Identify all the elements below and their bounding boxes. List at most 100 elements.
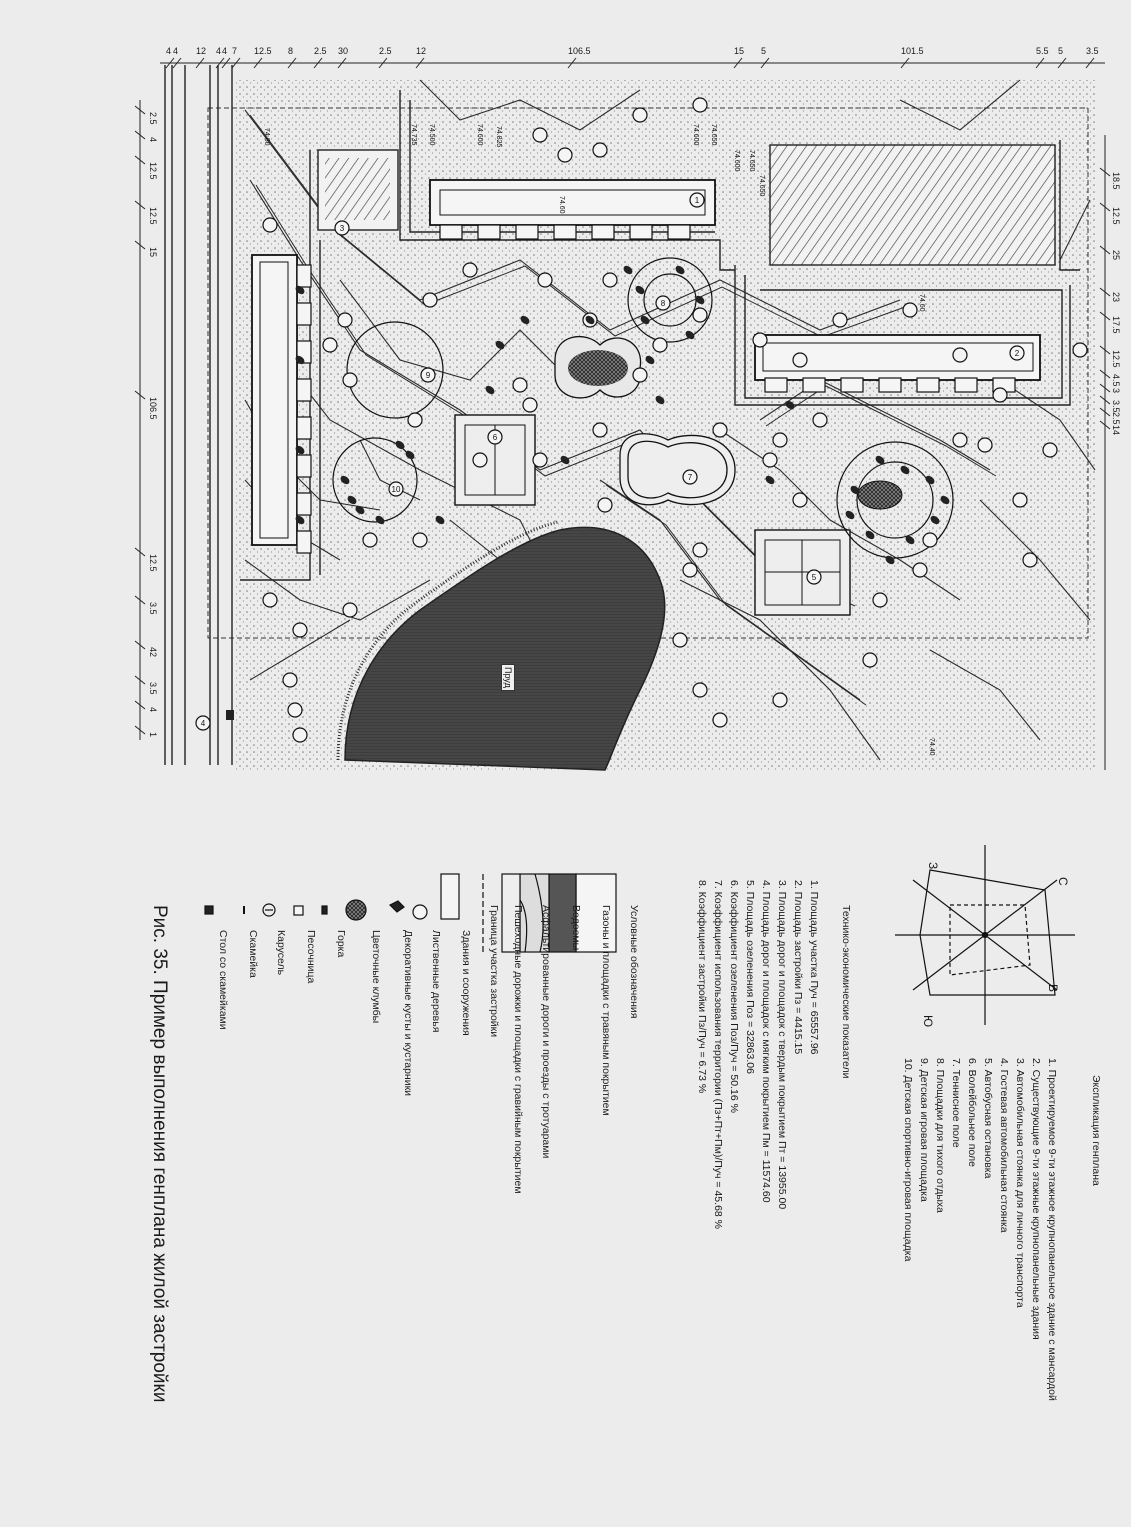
shrub-icon: [905, 535, 915, 545]
dimension-label: 12.5: [1111, 350, 1121, 368]
tree-icon: [912, 562, 928, 578]
tree-icon: [592, 422, 608, 438]
tep-item: 4. Площадь дорог и площадок с мягким пок…: [760, 880, 772, 1203]
pedestrian-paths-double: [249, 114, 997, 706]
parking-lot-3: [769, 144, 1056, 266]
driveways: [240, 90, 1080, 581]
tree-icon: [337, 312, 353, 328]
tree-icon: [902, 302, 918, 318]
compass-south: Ю: [921, 1015, 935, 1028]
shrub-icon: [585, 315, 595, 325]
dimension-label: 4: [148, 707, 158, 712]
tree-icon: [862, 652, 878, 668]
tree-icon: [1042, 442, 1058, 458]
dimension-label: 2.5: [1111, 412, 1121, 425]
shrub-icon: [645, 355, 655, 365]
explication-item: 4. Гостевая автомобильная стоянка: [998, 1058, 1010, 1233]
legend-label-sandbox: Песочница: [305, 930, 317, 984]
explication-item: 9. Детская игровая площадка: [918, 1058, 930, 1202]
tep-item: 8. Коэффициент застройки Пз/Пуч = 6.73 %: [696, 880, 708, 1094]
dimension-label: 30: [338, 46, 348, 56]
tree-icon: [322, 337, 338, 353]
shrub-icon: [520, 315, 530, 325]
marker-number: 10: [392, 485, 401, 494]
dimension-label: 1: [148, 732, 158, 737]
explication-item: 2. Существующие 9-ти этажные крупнопанел…: [1030, 1058, 1042, 1340]
dimension-label: 17.5: [1111, 316, 1121, 334]
tree-icon: [977, 437, 993, 453]
shrub-icon: [940, 495, 950, 505]
tree-icon: [682, 562, 698, 578]
shrub-icon: [765, 475, 775, 485]
tree-icon: [762, 452, 778, 468]
pond-label: Пруд: [501, 664, 515, 691]
dimension-label: 15: [148, 247, 158, 257]
shrub-icon: [405, 450, 415, 460]
shrub-icon: [850, 485, 860, 495]
elevation-label: 74.650: [758, 175, 765, 197]
deciduous-trees: [262, 97, 1088, 743]
shrub-icon: [925, 475, 935, 485]
tree-icon: [602, 272, 618, 288]
shrub-icon: [635, 285, 645, 295]
dimension-label: 101.5: [901, 46, 924, 56]
dimension-label: 12.5: [148, 554, 158, 572]
tree-icon: [652, 337, 668, 353]
tree-icon: [342, 602, 358, 618]
tree-icon: [262, 592, 278, 608]
dimension-label: 5.5: [1036, 46, 1049, 56]
elevation-label: 74.60: [918, 294, 925, 312]
dimension-label: 23: [1111, 292, 1121, 302]
volleyball-field: [454, 414, 536, 506]
dimension-label: 12.5: [1111, 207, 1121, 225]
legend-title: Условные обозначения: [628, 905, 640, 1019]
dimension-label: 42: [148, 647, 158, 657]
tep-title: Технико-экономические показатели: [840, 905, 852, 1079]
tree-icon: [692, 542, 708, 558]
shrub-icon: [640, 315, 650, 325]
shrub-icon: [395, 440, 405, 450]
shrub-icon: [675, 265, 685, 275]
tree-icon: [922, 532, 938, 548]
elevation-label: 74.40: [928, 738, 935, 756]
elevation-label: 74.600: [692, 124, 699, 146]
marker-number: 9: [426, 371, 431, 380]
tree-icon: [712, 422, 728, 438]
legend-label-asphalt: Асфальтированные дороги и проезды с трот…: [540, 905, 552, 1159]
elevation-label: 74.600: [733, 150, 740, 172]
tree-icon: [792, 352, 808, 368]
shrub-icon: [295, 515, 305, 525]
shrub-icon: [485, 385, 495, 395]
marker-number: 2: [1015, 349, 1020, 358]
tree-icon: [537, 272, 553, 288]
dimension-label: 18.5: [1111, 172, 1121, 190]
dimension-label: 4: [166, 46, 171, 56]
elevation-label: 74.80: [263, 128, 270, 146]
dimension-label: 2.5: [148, 112, 158, 125]
tree-icon: [532, 127, 548, 143]
dimension-label: 3.5: [148, 602, 158, 615]
legend-label-grass: Газоны и площадки с травяным покрытием: [600, 905, 612, 1116]
dimension-label: 14: [1111, 425, 1121, 435]
dimension-label: 8: [288, 46, 293, 56]
legend-label-shrub: Декоративные кусты и кустарники: [402, 930, 414, 1097]
explication-item: 10. Детская спортивно-игровая площадка: [902, 1058, 914, 1262]
tree-icon: [412, 532, 428, 548]
tree-icon: [712, 712, 728, 728]
dimension-label: 3.5: [1111, 400, 1121, 413]
marker-circle: [420, 367, 436, 383]
dimension-label: 5: [1058, 46, 1063, 56]
tree-icon: [287, 702, 303, 718]
marker-circle: [689, 192, 705, 208]
shrub-icon: [875, 455, 885, 465]
dimension-label: 2.5: [379, 46, 392, 56]
legend-label-gravel: Пешеходные дорожки и площадки с гравийны…: [512, 905, 524, 1194]
tree-icon: [522, 397, 538, 413]
tree-icon: [532, 452, 548, 468]
dimension-label: 12.5: [148, 162, 158, 180]
dimension-label: 4: [173, 46, 178, 56]
legend-label-building: Здания и сооружения: [460, 930, 472, 1036]
marker-circle: [806, 569, 822, 585]
